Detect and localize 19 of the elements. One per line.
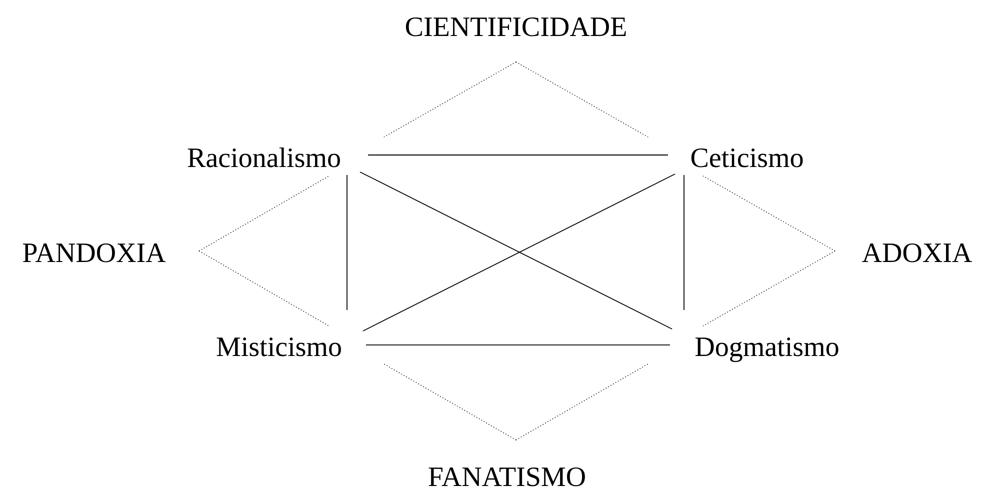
concept-label: Ceticismo [691, 148, 803, 168]
heading: PANDOXIA [22, 243, 166, 262]
concept-label: Racionalismo [188, 148, 340, 168]
dotted-line [198, 250, 330, 326]
dotted-line [702, 250, 836, 326]
dotted-line [702, 176, 836, 252]
connector-line [368, 154, 668, 156]
heading: FANATISMO [428, 467, 585, 486]
dotted-line [198, 176, 330, 252]
connector-line [366, 344, 670, 346]
dotted-line [516, 62, 648, 138]
dotted-line [384, 62, 516, 138]
heading: ADOXIA [862, 243, 972, 262]
dotted-line [516, 364, 648, 440]
dotted-line [384, 364, 516, 440]
heading: CIENTIFICIDADE [406, 17, 626, 36]
concept-label: Misticismo [216, 337, 341, 356]
concept-label: Dogmatismo [695, 337, 838, 362]
connector-line [346, 174, 348, 310]
